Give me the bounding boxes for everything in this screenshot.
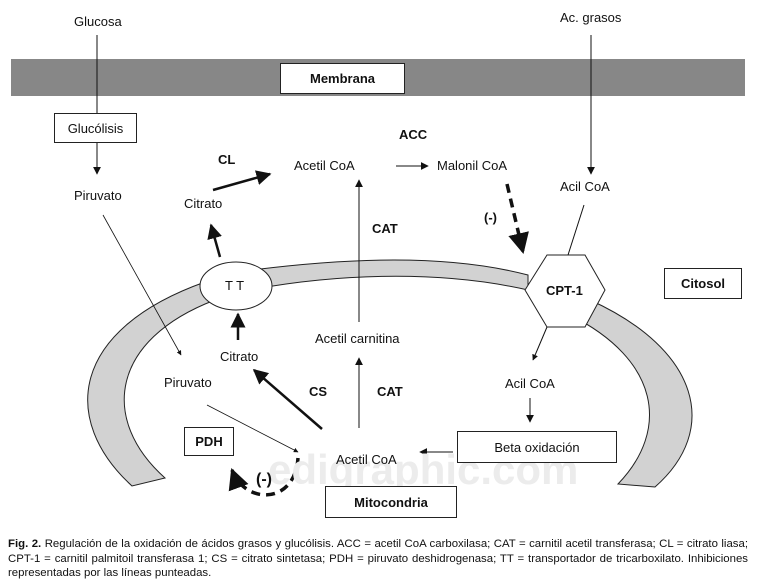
malonyl-inhibition-arrow [505,183,529,255]
glycolysis-box: Glucólisis [54,113,137,143]
mito-acyl-coa-label: Acil CoA [505,376,555,391]
malonyl-coa-label: Malonil CoA [437,158,508,173]
glucose-label: Glucosa [74,14,122,29]
mito-citrate-label: Citrato [220,349,259,364]
tt-to-citrate-arrow [207,223,222,258]
malonyl-inhibition-sign: (-) [484,210,497,225]
tt-label: T T [225,278,245,293]
cytosol-acetyl-coa-label: Acetil CoA [294,158,355,173]
acetyl-coa-to-citrate-arrow [252,369,323,430]
fatty-acids-label: Ac. grasos [560,10,622,25]
mitochondrial-membrane [87,259,529,487]
cytosol-acyl-coa-label: Acil CoA [560,179,610,194]
pyruvate-transport-arrow [102,214,182,356]
caption-label: Fig. 2. [8,538,42,550]
mitochondrial-membrane-right [569,299,693,488]
caption-text: Regulación de la oxidación de ácidos gra… [8,538,748,579]
acetyl-carnitine-label: Acetil carnitina [315,331,400,346]
enzyme-cl-label: CL [218,152,236,167]
mito-acetyl-coa-label: Acetil CoA [336,452,397,467]
enzyme-cat-lower-label: CAT [377,384,403,399]
enzyme-cs-label: CS [309,384,328,399]
cytosol-box: Citosol [664,268,742,299]
pdh-inhibition-sign: (-) [256,471,272,488]
mitochondria-box: Mitocondria [325,486,457,518]
cpt1-to-acyl-coa-arrow [532,326,548,361]
pyruvate-to-acetyl-coa-arrow [206,404,299,453]
metabolic-diagram: edigraphic.com Glucosa Ac. grasos Membra… [11,10,745,518]
figure-caption: Fig. 2. Regulación de la oxidación de ác… [8,537,748,581]
pdh-box: PDH [184,427,234,456]
cpt1-label: CPT-1 [546,283,583,298]
cytosol-pyruvate-label: Piruvato [74,188,122,203]
citrate-to-acetyl-coa-arrow [212,170,272,192]
tt-transporter-shape [199,261,273,311]
cytosol-citrate-label: Citrato [184,196,223,211]
membrane-box: Membrana [280,63,405,94]
acyl-coa-to-cpt1-line [567,204,585,256]
beta-oxidation-box: Beta oxidación [457,431,617,463]
enzyme-cat-upper-label: CAT [372,221,398,236]
mito-pyruvate-label: Piruvato [164,375,212,390]
pdh-inhibition-arc [228,457,300,497]
enzyme-acc-label: ACC [399,127,428,142]
